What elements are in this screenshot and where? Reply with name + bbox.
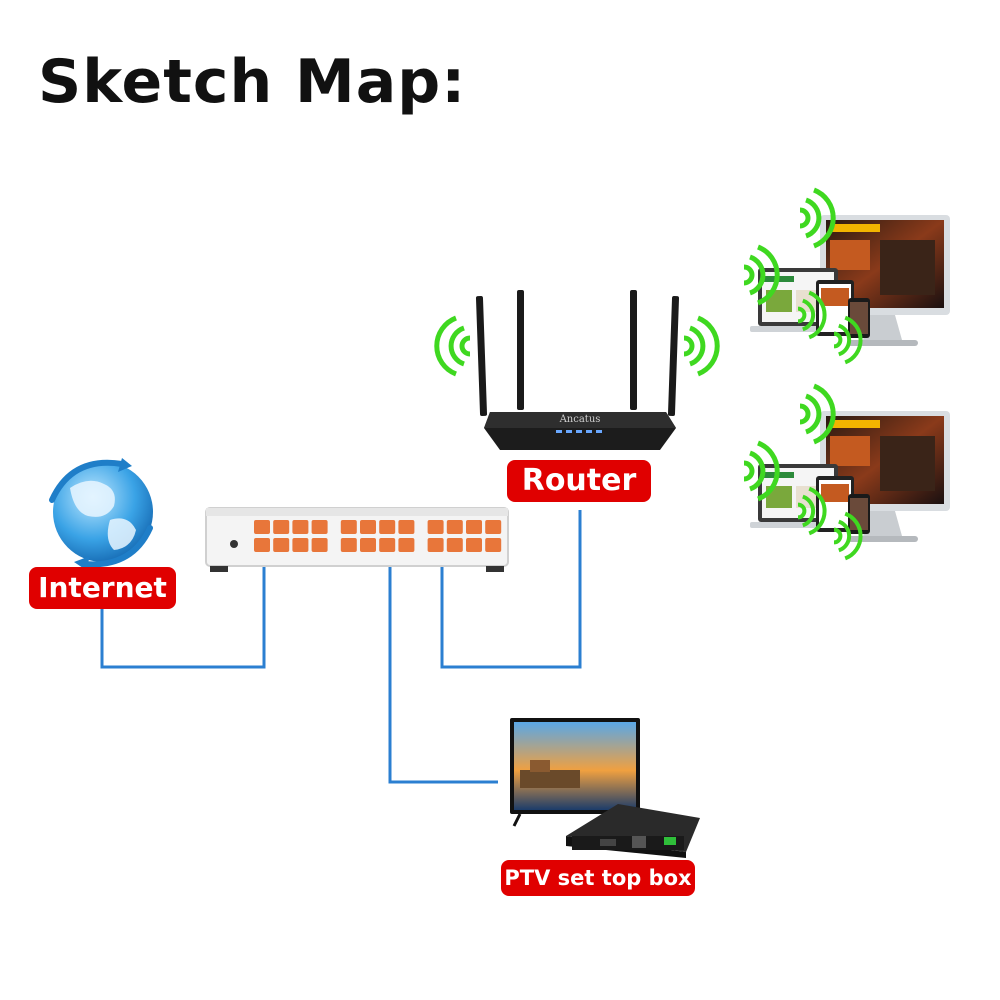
cables bbox=[100, 510, 582, 784]
switch-port bbox=[446, 520, 463, 534]
cable-switch-tv bbox=[388, 566, 498, 784]
switch-port bbox=[446, 538, 463, 552]
switch-port bbox=[398, 538, 415, 552]
switch-port bbox=[485, 520, 502, 534]
switch-icon bbox=[205, 507, 509, 572]
switch-port bbox=[427, 538, 444, 552]
switch-port bbox=[360, 538, 376, 552]
switch-port bbox=[466, 538, 482, 552]
iptv-label: PTV set top box bbox=[501, 860, 695, 896]
tv-icon bbox=[510, 718, 640, 827]
switch-port bbox=[466, 520, 482, 534]
page-title: Sketch Map: bbox=[38, 47, 467, 117]
switch-ports bbox=[254, 520, 502, 552]
router-icon: Ancatus bbox=[475, 290, 680, 450]
switch-port bbox=[485, 538, 502, 552]
switch-port bbox=[340, 538, 357, 552]
wifi-icon bbox=[437, 318, 470, 374]
set-top-box-icon bbox=[566, 804, 700, 858]
switch-port bbox=[427, 520, 444, 534]
switch-port bbox=[360, 520, 376, 534]
switch-port bbox=[254, 538, 270, 552]
router-brand: Ancatus bbox=[559, 414, 601, 425]
globe-icon bbox=[49, 458, 153, 570]
internet-label: Internet bbox=[29, 567, 176, 609]
switch-port bbox=[273, 520, 290, 534]
switch-port bbox=[379, 520, 396, 534]
switch-port bbox=[340, 520, 357, 534]
switch-port bbox=[292, 538, 309, 552]
switch-port bbox=[311, 538, 328, 552]
cable-internet-switch bbox=[100, 566, 266, 669]
switch-port bbox=[254, 520, 270, 534]
switch-port bbox=[398, 520, 415, 534]
switch-port bbox=[311, 520, 328, 534]
switch-port bbox=[292, 520, 309, 534]
cable-switch-router bbox=[440, 510, 582, 669]
switch-port bbox=[273, 538, 290, 552]
switch-port bbox=[379, 538, 396, 552]
device-set-bottom bbox=[744, 386, 950, 558]
wifi-icon bbox=[684, 318, 717, 374]
device-set-top bbox=[744, 190, 950, 362]
router-label: Router bbox=[507, 460, 651, 502]
